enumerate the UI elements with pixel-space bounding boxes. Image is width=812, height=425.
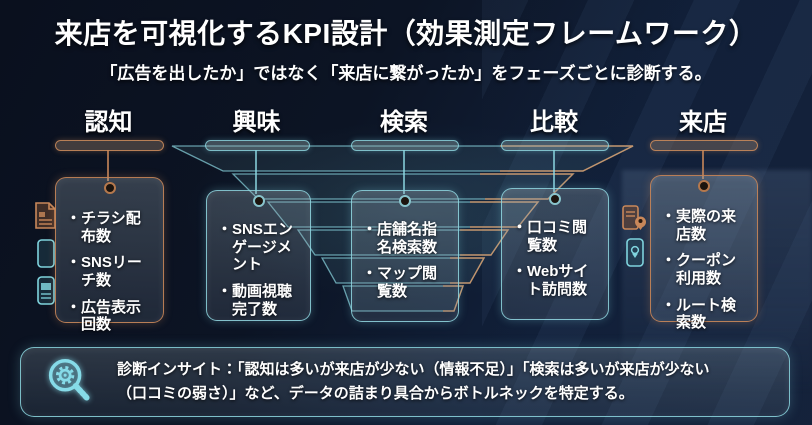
- bullet: ・: [66, 298, 82, 316]
- kpi-item-text: 実際の来店数: [676, 208, 737, 243]
- insight-panel: 診断インサイト：「認知は多いが来店が少ない（情報不足）」「検索は多いが来店が少な…: [20, 347, 790, 417]
- phase-label-search: 検索: [380, 109, 428, 136]
- connector-line-interest: [255, 150, 257, 194]
- connector-line-search: [403, 150, 405, 194]
- smartphone-icon: [36, 238, 56, 274]
- connector-dot: [698, 180, 710, 192]
- connector-line-comparison: [553, 150, 555, 192]
- kpi-item: ・広告表示回数: [66, 299, 154, 334]
- magnifier-gear-icon: [21, 353, 117, 411]
- bullet: ・: [661, 252, 677, 270]
- insight-text: 診断インサイト：「認知は多いが来店が少ない（情報不足）」「検索は多いが来店が少な…: [117, 358, 789, 406]
- connector-line-visit: [702, 150, 704, 179]
- kpi-item-text: SNSエンゲージメント: [232, 221, 293, 274]
- route-phone-icon: [625, 237, 645, 273]
- connector-dot: [399, 195, 411, 207]
- kpi-item: ・SNSリーチ数: [66, 254, 154, 289]
- bullet: ・: [362, 265, 378, 283]
- kpi-box-interest: ・SNSエンゲージメント ・動画視聴完了数: [206, 190, 311, 321]
- phase-label-comparison: 比較: [530, 109, 578, 136]
- kpi-item: ・クーポン利用数: [661, 252, 748, 287]
- kpi-item-text: 口コミ閲覧数: [527, 219, 588, 254]
- kpi-item: ・実際の来店数: [661, 208, 748, 243]
- phase-bar-awareness: [55, 140, 164, 151]
- kpi-box-search: ・店舗名指名検索数 ・マップ閲覧数: [351, 190, 459, 322]
- connector-dot: [103, 182, 116, 194]
- kpi-item: ・Webサイト訪問数: [512, 263, 599, 298]
- connector-dot: [252, 195, 265, 207]
- phase-bar-search: [351, 140, 459, 151]
- ad-display-icon: [36, 275, 56, 311]
- page-subtitle: 「広告を出したか」ではなく「来店に繋がったか」をフェーズごとに診断する。: [100, 64, 712, 83]
- connector-line-awareness: [107, 150, 109, 181]
- phase-bar-interest: [205, 140, 310, 151]
- phase-bar-visit: [650, 140, 758, 151]
- store-visit-icon: [621, 203, 648, 238]
- bullet: ・: [66, 254, 82, 272]
- kpi-item-text: 動画視聴完了数: [232, 283, 293, 318]
- kpi-item-text: ルート検索数: [676, 296, 737, 332]
- kpi-item: ・動画視聴完了数: [217, 283, 301, 318]
- kpi-item: ・口コミ閲覧数: [512, 219, 599, 254]
- insight-line-2: （口コミの弱さ）」など、データの詰まり具合からボトルネックを特定する。: [117, 385, 634, 402]
- kpi-item: ・SNSエンゲージメント: [217, 221, 301, 274]
- bullet: ・: [661, 296, 677, 314]
- kpi-box-comparison: ・口コミ閲覧数 ・Webサイト訪問数: [501, 188, 609, 320]
- bullet: ・: [217, 283, 233, 301]
- kpi-item-text: チラシ配布数: [81, 210, 141, 245]
- kpi-item-text: Webサイト訪問数: [527, 263, 589, 299]
- kpi-item-text: クーポン利用数: [676, 252, 737, 288]
- phase-bar-comparison: [501, 140, 609, 151]
- phase-label-visit: 来店: [679, 109, 727, 136]
- insight-line-1: 診断インサイト：「認知は多いが来店が少ない（情報不足）」「検索は多いが来店が少な…: [117, 361, 710, 378]
- kpi-item: ・ルート検索数: [661, 297, 748, 332]
- kpi-item-text: 店舗名指名検索数: [377, 221, 438, 256]
- bullet: ・: [217, 221, 233, 238]
- bullet: ・: [362, 221, 378, 238]
- kpi-item-text: マップ閲覧数: [377, 265, 438, 301]
- bullet: ・: [661, 208, 677, 225]
- kpi-item: ・店舗名指名検索数: [362, 221, 449, 256]
- kpi-box-awareness: ・チラシ配布数 ・SNSリーチ数 ・広告表示回数: [55, 177, 164, 333]
- bullet: ・: [66, 210, 82, 227]
- connector-dot: [549, 193, 561, 205]
- kpi-item: ・マップ閲覧数: [362, 265, 449, 300]
- page-title: 来店を可視化するKPI設計（効果測定フレームワーク）: [54, 18, 758, 49]
- bullet: ・: [512, 219, 528, 236]
- kpi-item: ・チラシ配布数: [66, 210, 154, 245]
- kpi-item-text: SNSリーチ数: [81, 254, 142, 290]
- kpi-item-text: 広告表示回数: [81, 298, 142, 334]
- phase-label-interest: 興味: [232, 109, 281, 136]
- bullet: ・: [512, 263, 528, 281]
- kpi-box-visit: ・実際の来店数 ・クーポン利用数 ・ルート検索数: [650, 175, 758, 331]
- phase-label-awareness: 認知: [84, 109, 133, 136]
